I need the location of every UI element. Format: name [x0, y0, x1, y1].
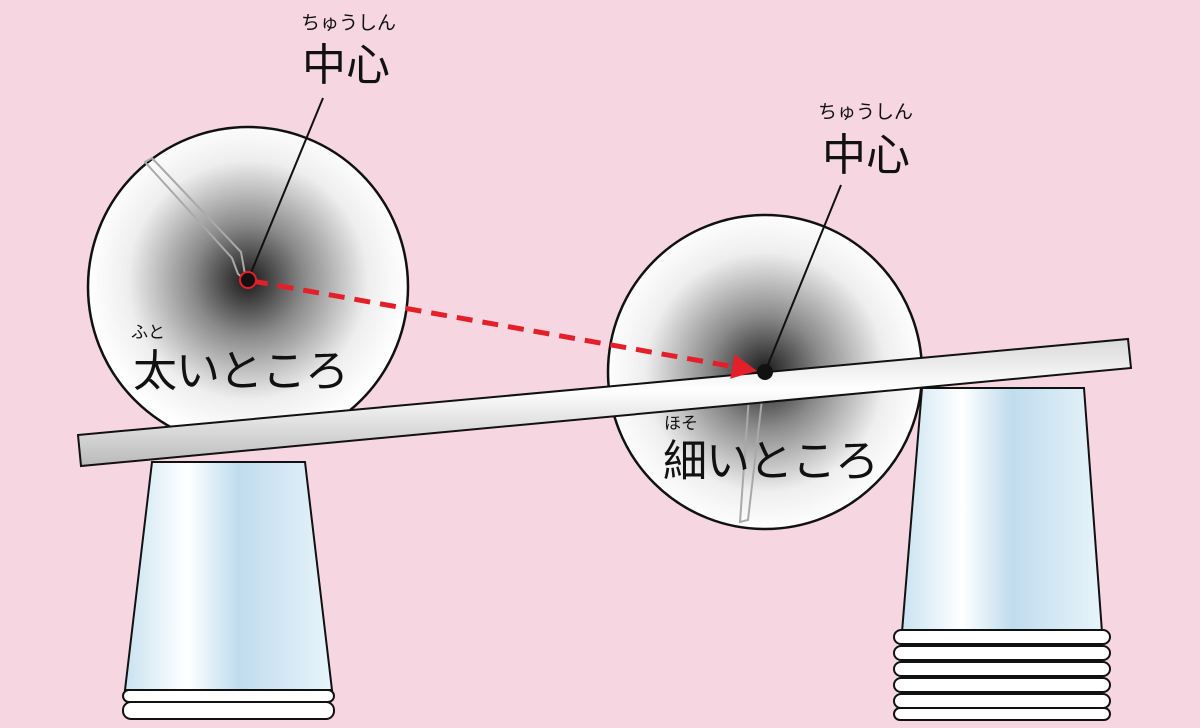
thin-part-label: 細いところ: [663, 436, 879, 487]
leader-line-left: [247, 97, 324, 281]
shift-arrow: [251, 278, 757, 379]
center-point-left: [239, 271, 257, 289]
center-point-right: [757, 364, 773, 380]
thick-part-ruby: ふと: [131, 323, 165, 343]
center-left-ruby: ちゅうしん: [301, 12, 397, 34]
leader-line-right: [764, 184, 842, 373]
thick-part-label: 太いところ: [133, 346, 349, 397]
thin-part-ruby: ほそ: [664, 414, 698, 434]
left-cup: [122, 461, 335, 720]
center-right-label: 中心: [822, 130, 910, 181]
tilted-stick: [76, 337, 1133, 468]
center-right-ruby: ちゅうしん: [818, 101, 914, 123]
right-cup-stack: [893, 387, 1111, 721]
center-left-label: 中心: [302, 40, 390, 91]
